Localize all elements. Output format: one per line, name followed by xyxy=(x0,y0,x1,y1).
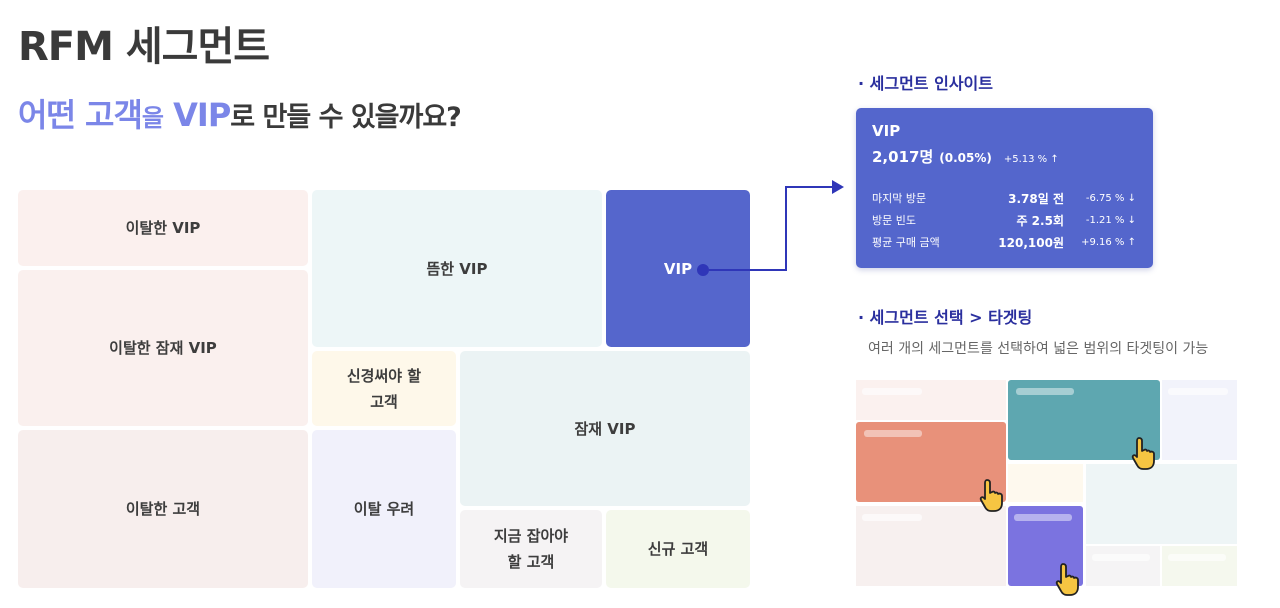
mini-cell xyxy=(1162,380,1237,460)
segment-churned-vip[interactable]: 이탈한 VIP xyxy=(18,190,308,266)
segment-label-line1: 지금 잡아야 xyxy=(493,527,569,545)
metric-value: 3.78일 전 xyxy=(1008,191,1064,206)
mini-cell-label xyxy=(1168,554,1226,561)
page-title: RFM 세그먼트 xyxy=(18,24,270,70)
mini-cell xyxy=(1086,546,1160,586)
segment-label: 이탈한 고객 xyxy=(125,500,201,518)
metric-change: -1.21 % ↓ xyxy=(1085,214,1136,226)
metric-value: 120,100원 xyxy=(998,235,1064,250)
subtitle-vip: VIP xyxy=(173,96,231,134)
segment-needs-attention[interactable]: 신경써야 할 고객 xyxy=(312,351,456,426)
mini-cell-label xyxy=(1014,514,1072,521)
mini-cell xyxy=(856,380,1006,420)
segment-label-line1: 신경써야 할 xyxy=(346,366,422,385)
segment-churn-risk[interactable]: 이탈 우려 xyxy=(312,430,456,588)
insight-count-change: +5.13 % ↑ xyxy=(1003,154,1059,165)
selected-segment-purple[interactable] xyxy=(1008,506,1083,586)
segment-label: 신경써야 할 고객 xyxy=(347,363,421,415)
mini-cell-label xyxy=(862,514,922,521)
metric-label: 평균 구매 금액 xyxy=(872,236,940,249)
segment-potential-vip[interactable]: 잠재 VIP xyxy=(460,351,750,506)
segment-label: 신규 고객 xyxy=(647,540,709,558)
targeting-heading: · 세그먼트 선택 > 타겟팅 xyxy=(858,308,1033,327)
segment-distant-vip[interactable]: 뜸한 VIP xyxy=(312,190,602,347)
selected-segment-coral[interactable] xyxy=(856,422,1006,502)
segment-catch-now[interactable]: 지금 잡아야 할 고객 xyxy=(460,510,602,588)
subtitle-rest: 로 만들 수 있을까요? xyxy=(230,102,462,133)
metric-label: 마지막 방문 xyxy=(872,192,927,205)
mini-cell xyxy=(1086,464,1237,544)
metric-last-visit: 마지막 방문 3.78일 전 -6.75 % ↓ xyxy=(872,188,1137,208)
mini-cell-label xyxy=(1016,388,1074,395)
segment-label: VIP xyxy=(663,259,693,278)
segment-label-line2: 할 고객 xyxy=(507,553,555,571)
targeting-description: 여러 개의 세그먼트를 선택하여 넓은 범위의 타겟팅이 가능 xyxy=(868,341,1209,357)
subtitle-customer: 어떤 고객 xyxy=(18,96,143,134)
vip-anchor-dot xyxy=(697,264,709,276)
mini-cell-label xyxy=(864,430,922,437)
selected-segment-teal[interactable] xyxy=(1008,380,1160,460)
metric-avg-purchase: 평균 구매 금액 120,100원 +9.16 % ↑ xyxy=(872,232,1137,252)
mini-cell-label xyxy=(1168,388,1228,395)
mini-cell xyxy=(1162,546,1237,586)
mini-cell-label xyxy=(862,388,922,395)
segment-label: 지금 잡아야 할 고객 xyxy=(494,523,568,575)
subtitle-particle: 을 xyxy=(141,104,164,132)
insight-percent: (0.05%) xyxy=(939,151,992,165)
mini-cell xyxy=(1008,464,1083,502)
segment-label: 잠재 VIP xyxy=(574,419,636,438)
segment-churned-customer[interactable]: 이탈한 고객 xyxy=(18,430,308,588)
insight-count: 2,017명 xyxy=(872,148,934,166)
metric-value: 주 2.5회 xyxy=(1016,213,1064,228)
insight-count-row: 2,017명 (0.05%) +5.13 % ↑ xyxy=(872,146,1137,167)
segment-label: 이탈 우려 xyxy=(353,500,415,518)
page-subtitle: 어떤 고객을 VIP로 만들 수 있을까요? xyxy=(18,90,462,136)
insight-heading: · 세그먼트 인사이트 xyxy=(858,74,993,93)
segment-label: 이탈한 VIP xyxy=(125,219,201,237)
hand-pointer-icon xyxy=(1055,563,1079,596)
metric-label: 방문 빈도 xyxy=(872,214,916,227)
segment-churned-potential-vip[interactable]: 이탈한 잠재 VIP xyxy=(18,270,308,426)
mini-cell-label xyxy=(1092,554,1150,561)
segment-vip[interactable]: VIP xyxy=(606,190,750,347)
segment-label: 이탈한 잠재 VIP xyxy=(109,339,217,357)
insight-segment-name: VIP xyxy=(872,122,901,140)
segment-new-customer[interactable]: 신규 고객 xyxy=(606,510,750,588)
hand-pointer-icon xyxy=(979,479,1003,512)
hand-pointer-icon xyxy=(1131,437,1155,470)
segment-label: 뜸한 VIP xyxy=(426,259,488,278)
segment-label-line2: 고객 xyxy=(370,392,398,411)
mini-cell xyxy=(856,506,1006,586)
insight-card: VIP 2,017명 (0.05%) +5.13 % ↑ 마지막 방문 3.78… xyxy=(856,108,1153,268)
metric-change: -6.75 % ↓ xyxy=(1085,192,1136,204)
metric-visit-frequency: 방문 빈도 주 2.5회 -1.21 % ↓ xyxy=(872,210,1137,230)
metric-change: +9.16 % ↑ xyxy=(1081,236,1136,248)
